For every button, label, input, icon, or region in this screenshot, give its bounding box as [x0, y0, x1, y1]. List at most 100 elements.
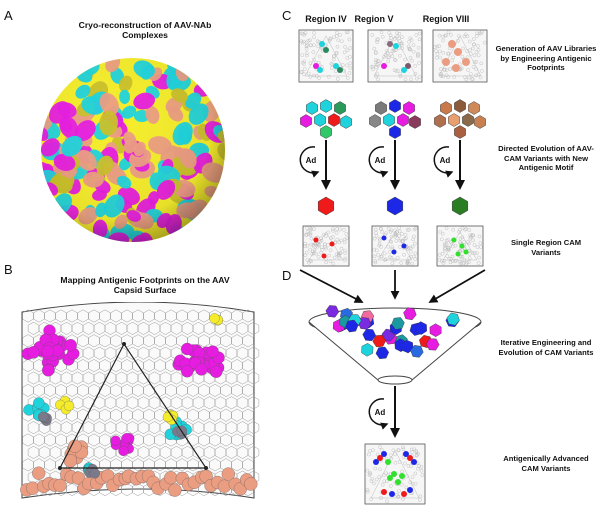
selected-cam-variant — [451, 196, 469, 216]
footprint-residue — [210, 365, 223, 378]
library-map-region-v — [367, 29, 423, 83]
footprint-mark — [411, 459, 417, 465]
library-map-region-iv — [298, 29, 354, 83]
ad-cycle-arrow — [368, 146, 389, 178]
footprint-residue — [38, 411, 49, 422]
footprint-residue — [64, 339, 77, 352]
footprint-mark — [381, 63, 387, 69]
footprint-mark — [333, 63, 339, 69]
footprint-mark — [381, 489, 387, 495]
footprint-residue — [63, 400, 75, 412]
footprint-residue — [181, 365, 194, 378]
pooled-variant — [446, 312, 460, 326]
step-advanced: Antigenically Advanced CAM Variants — [503, 454, 589, 473]
library-variant — [314, 113, 326, 127]
library-variant — [328, 113, 340, 127]
library-variant — [434, 114, 446, 128]
roadmap-residue — [247, 421, 260, 435]
pooled-variant — [362, 328, 376, 342]
footprint-mark — [337, 67, 343, 73]
library-variant — [369, 114, 381, 128]
footprint-mark — [381, 451, 387, 457]
roadmap-residue — [247, 445, 260, 459]
footprint-mark — [407, 487, 413, 493]
footprint-mark — [321, 253, 327, 259]
footprint-mark — [401, 67, 407, 73]
selected-cam-variant — [386, 196, 404, 216]
pooled-variant — [403, 307, 417, 321]
single-region-map-viii — [436, 225, 484, 267]
ad-label: Ad — [375, 156, 386, 165]
library-variant — [454, 99, 466, 113]
footprint-residue — [195, 363, 208, 376]
ad-label: Ad — [440, 156, 451, 165]
footprint-residue — [162, 411, 174, 423]
region-v-header: Region V — [354, 14, 394, 24]
footprint-residue — [110, 435, 121, 446]
panel-letter-d: D — [282, 268, 292, 283]
single-region-map-iv — [302, 225, 350, 267]
footprint-mark — [377, 455, 383, 461]
ad-cycle-arrow — [433, 146, 454, 178]
footprint-mark — [391, 471, 397, 477]
roadmap-residue — [242, 334, 254, 348]
footprint-residue — [164, 471, 178, 485]
footprint-residue — [32, 466, 46, 480]
footprint-residue — [244, 477, 258, 491]
step-iterative: Iterative Engineering and Evolution of C… — [498, 338, 594, 357]
library-variant — [397, 113, 409, 127]
footprint-residue — [41, 345, 54, 358]
pooled-variant — [410, 345, 424, 358]
footprint-mark — [385, 459, 391, 465]
pooled-variant — [325, 305, 340, 318]
footprint-mark — [463, 249, 469, 255]
footprint-mark — [393, 43, 399, 49]
panel-letter-a: A — [4, 8, 13, 23]
footprint-mark — [391, 249, 397, 255]
region-viii-header: Region VIII — [422, 14, 470, 24]
footprint-mark — [313, 237, 319, 243]
footprint-residue — [26, 481, 40, 495]
footprint-mark — [329, 241, 335, 247]
step-directed-evolution: Directed Evolution of AAV-CAM Variants w… — [498, 144, 594, 172]
pooled-variant — [361, 343, 374, 357]
footprint-mark — [317, 67, 323, 73]
footprint-mark — [407, 455, 413, 461]
roadmap-residue — [242, 458, 254, 472]
roadmap-residue — [242, 359, 254, 373]
selected-cam-variant — [317, 196, 335, 216]
footprint-mark — [451, 237, 457, 243]
capsid-roadmap — [20, 302, 260, 499]
footprint-mark — [403, 451, 409, 457]
footprint-mark — [405, 63, 411, 69]
pooled-variant — [425, 338, 440, 351]
library-variant — [300, 114, 312, 128]
ad-label: Ad — [375, 408, 386, 417]
ad-cycle-arrow — [368, 398, 389, 430]
footprint-mark — [319, 41, 325, 47]
roadmap-residue — [242, 408, 254, 422]
footprint-mark — [399, 473, 405, 479]
library-variant — [383, 113, 395, 127]
pooled-variant — [345, 319, 359, 333]
footprint-mark — [323, 47, 329, 53]
roadmap-residue — [242, 433, 254, 447]
library-variant — [334, 101, 346, 115]
footprint-residue — [221, 467, 235, 481]
library-variant — [474, 115, 486, 129]
library-variant — [320, 125, 332, 139]
pooled-variant — [391, 317, 405, 330]
footprint-residue — [33, 397, 45, 409]
panel-letter-c: C — [282, 8, 292, 23]
footprint-mark — [395, 479, 401, 485]
footprint-residue — [118, 445, 129, 457]
merge-arrow — [428, 269, 486, 303]
library-variant — [389, 99, 401, 113]
library-variant — [448, 113, 460, 127]
roadmap-residue — [247, 321, 260, 335]
library-variant — [306, 101, 318, 115]
roadmap-residue — [247, 346, 260, 360]
library-variant — [403, 101, 415, 115]
library-variant — [409, 115, 421, 129]
footprint-residue — [53, 478, 67, 493]
